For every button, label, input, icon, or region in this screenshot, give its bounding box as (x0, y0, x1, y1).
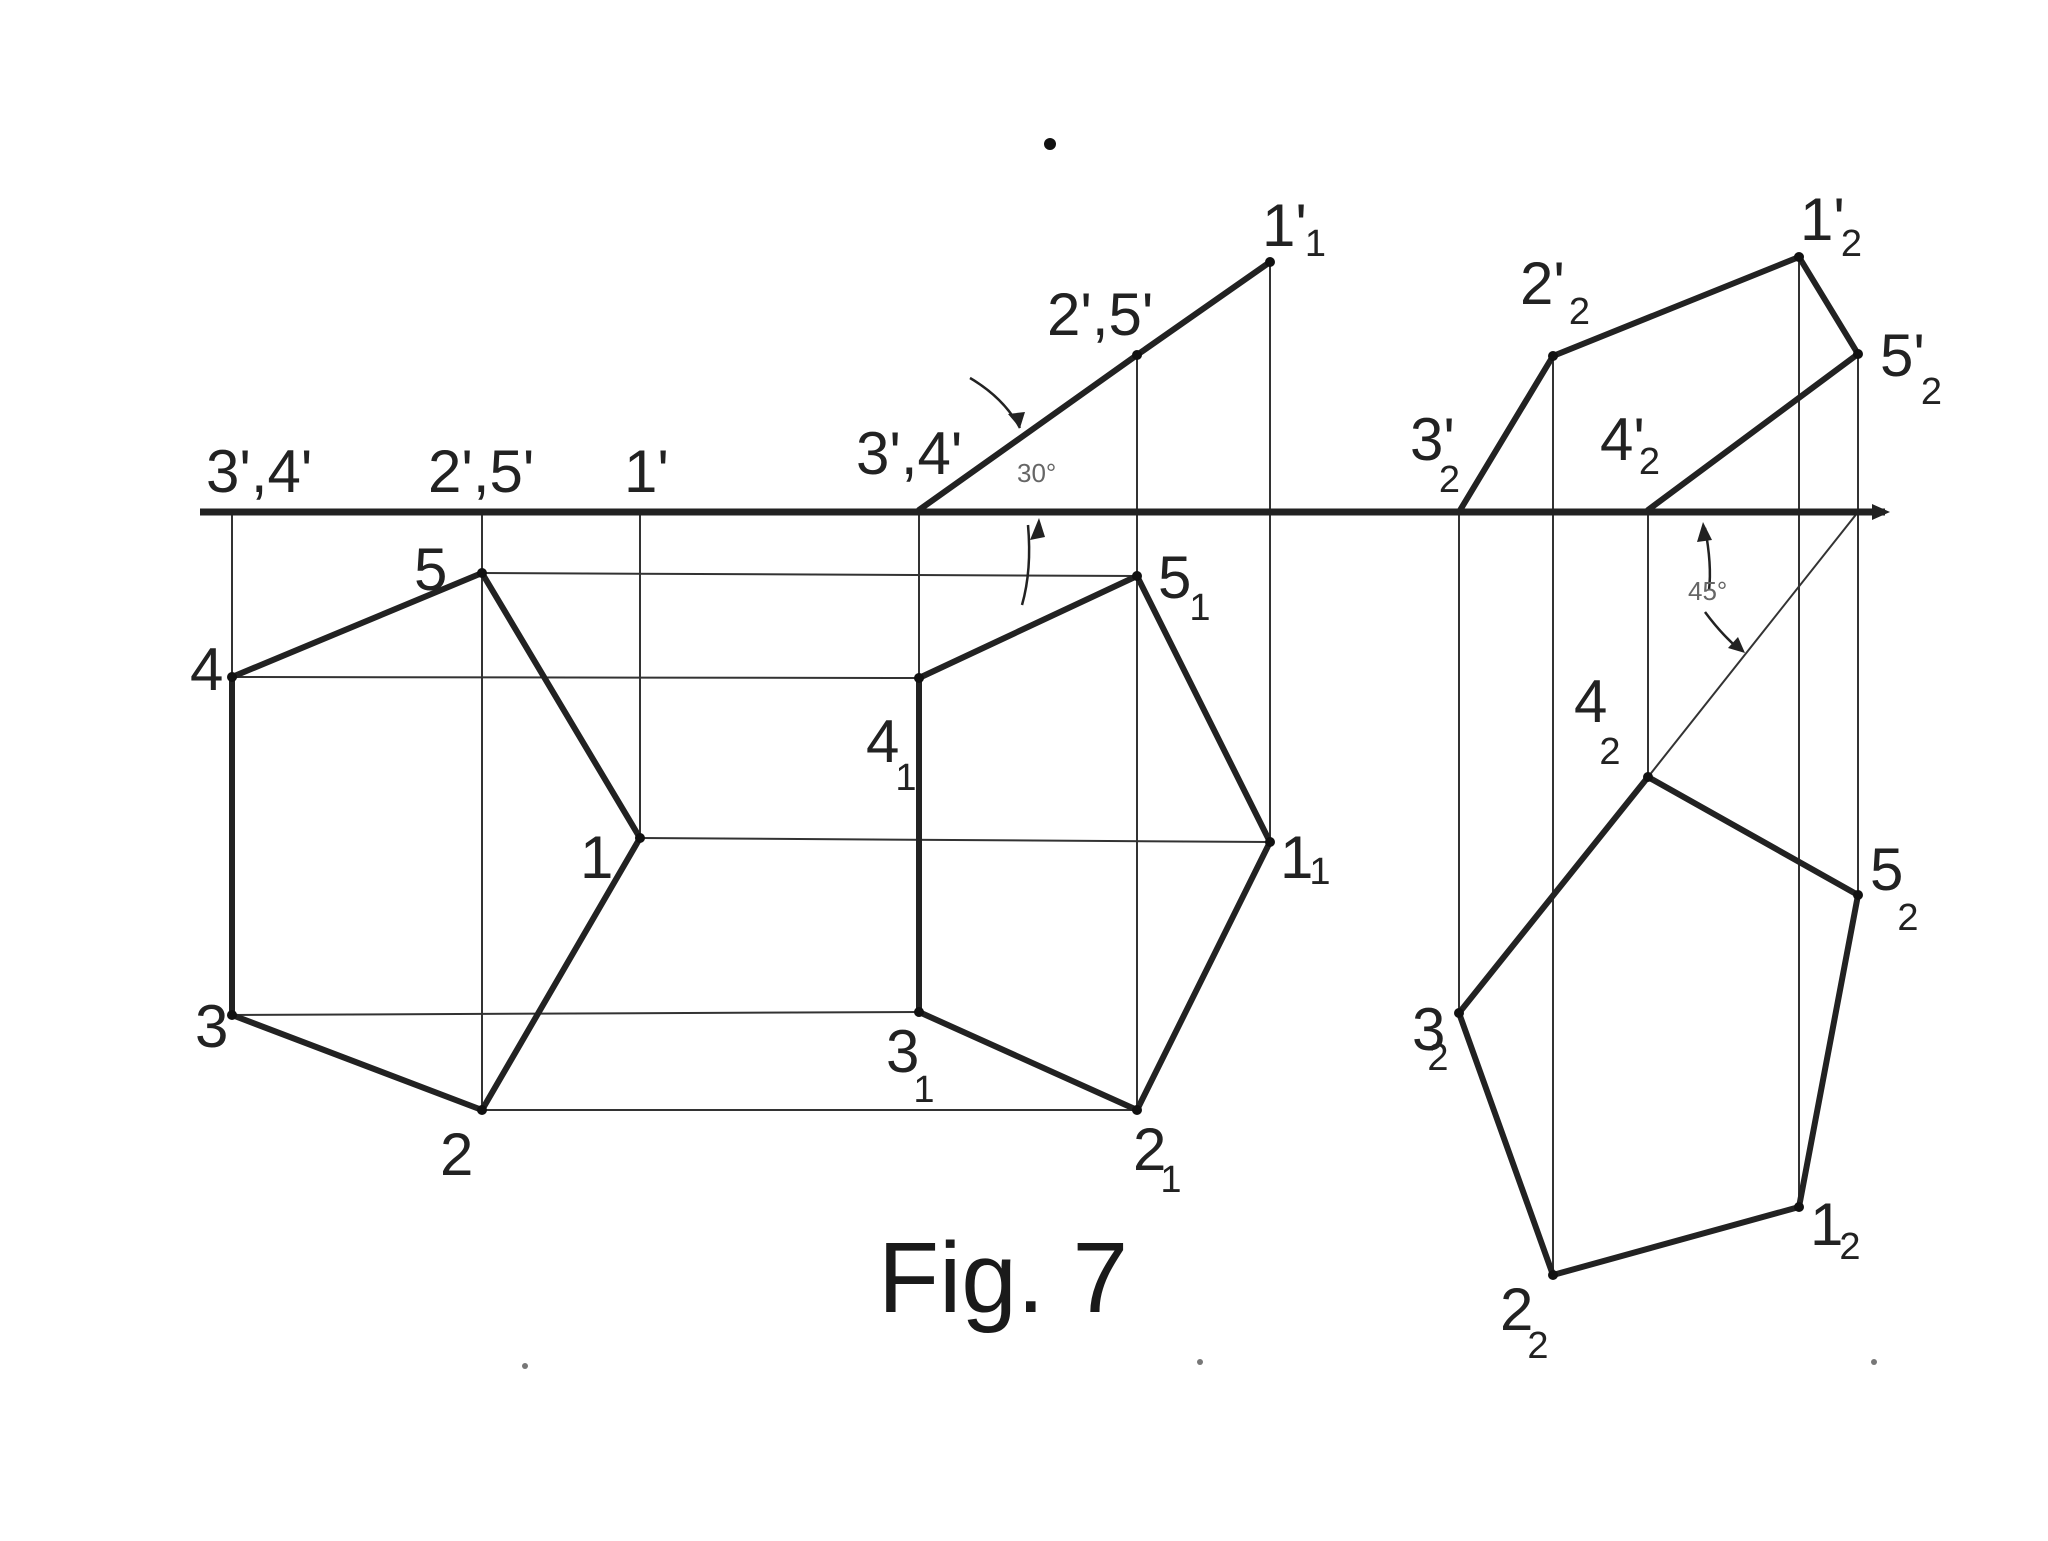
label-p2-5: 5'2 (1880, 322, 1942, 413)
label-axis-25: 2',5' (428, 438, 534, 505)
label-p2-4: 4'2 (1600, 406, 1660, 483)
label-p2-1: 1'2 (1800, 186, 1862, 265)
label-b2-1: 12 (1810, 1191, 1861, 1268)
construction-lines (231, 257, 1859, 1275)
stray-dot (1044, 138, 1056, 150)
label-top-3: 3 (195, 993, 228, 1060)
label-front-34: 3',4' (856, 420, 962, 487)
scan-dot (1871, 1359, 1877, 1365)
label-axis-1: 1' (624, 438, 669, 505)
figure-caption: Fig. 7 (878, 1222, 1128, 1334)
angle-45-label: 45° (1688, 576, 1727, 606)
axis-arrow-head (1872, 504, 1890, 520)
label-top-1: 1 (580, 824, 613, 891)
label-rot-2: 21 (1133, 1116, 1182, 1201)
angle-30-marker (969, 376, 1031, 606)
scan-dot (1197, 1359, 1203, 1365)
arrowhead (1728, 637, 1745, 653)
angle-30-label: 30° (1017, 458, 1056, 488)
label-front-25: 2',5' (1047, 281, 1153, 348)
label-rot-1: 11 (1280, 824, 1331, 893)
vertex-dots (227, 252, 1863, 1280)
label-axis-34: 3',4' (206, 438, 312, 505)
label-top-4: 4 (190, 636, 223, 703)
label-rot-5: 51 (1158, 544, 1211, 629)
arrowhead (1697, 522, 1712, 542)
object-lines (229, 254, 1861, 1278)
label-p2-2: 2'2 (1520, 250, 1590, 333)
label-top-2: 2 (440, 1121, 473, 1188)
scan-dot (522, 1363, 528, 1369)
arrowhead (1008, 412, 1025, 428)
label-top-5: 5 (414, 536, 447, 603)
label-b2-3: 32 (1412, 996, 1449, 1079)
label-front-1: 1'1 (1262, 192, 1326, 265)
arrowhead (1030, 518, 1045, 540)
label-p2-3: 3'2 (1410, 406, 1460, 501)
